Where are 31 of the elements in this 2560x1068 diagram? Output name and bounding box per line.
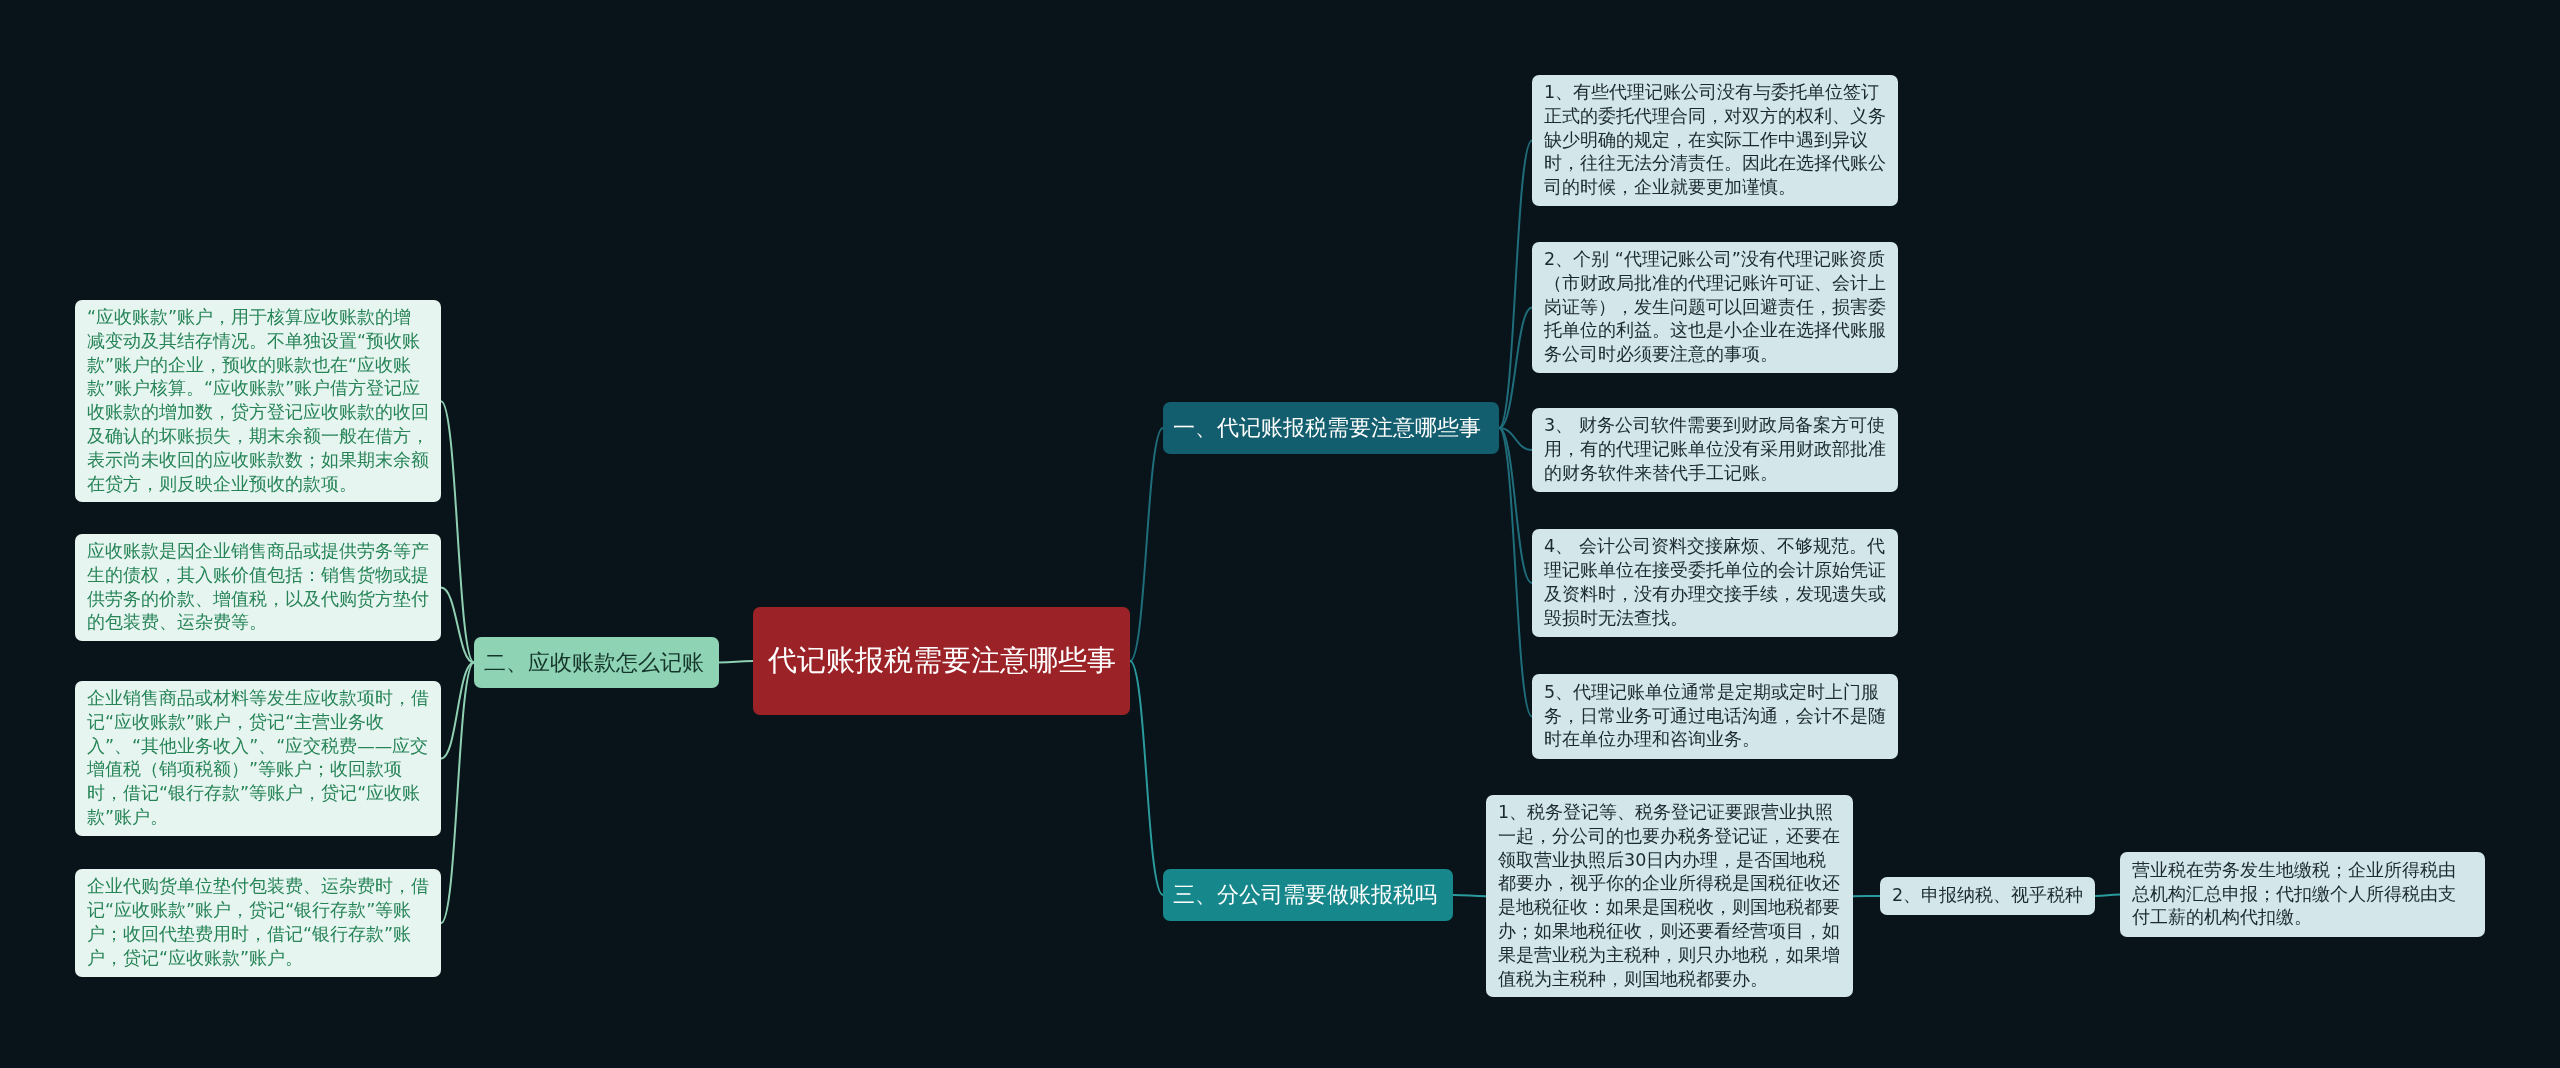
connector-line [440, 400, 475, 664]
note-box: 3、 财务公司软件需要到财政局备案方可使用，有的代理记账单位没有采用财政部批准的财务软件来替代手工记账。 [1532, 408, 1898, 492]
note-box: 5、代理记账单位通常是定期或定时上门服务，日常业务可通过电话沟通，会计不是随时在单位办理和咨询业务。 [1532, 674, 1898, 759]
note-box: 应收账款是因企业销售商品或提供劳务等产生的债权，其入账价值包括：销售货物或提供劳务的价款、增值税，以及代购货方垫付的包装费、运杂费等。 [75, 534, 441, 642]
connector-line [440, 661, 475, 760]
connector-line [1852, 895, 1881, 898]
connector-line [1498, 427, 1533, 584]
note-box: 4、 会计公司资料交接麻烦、不够规范。代理记账单位在接受委托单位的会计原始凭证及资料时，没有办理交接手续，发现遗失或毁损时无法查找。 [1532, 529, 1898, 637]
connector-line [1129, 660, 1164, 896]
connector-line [440, 661, 475, 924]
central-topic-box: 代记账报税需要注意哪些事 [753, 607, 1130, 715]
branch-topic-box: 二、应收账款怎么记账 [474, 637, 719, 688]
connector-line [1498, 427, 1533, 451]
connector-line [1129, 427, 1164, 662]
connector-line [440, 586, 475, 664]
connector-line [1498, 139, 1533, 429]
note-box: 1、有些代理记账公司没有与委托单位签订正式的委托代理合同，对双方的权利、义务缺少明确的规定，在实际工作中遇到异议时，往往无法分清责任。因此在选择代账公司的时候，企业就要更加谨慎。 [1532, 75, 1898, 206]
note-box: 2、申报纳税、视乎税种 [1880, 877, 2096, 915]
connector-line [1452, 894, 1487, 898]
note-box: 2、个别 “代理记账公司”没有代理记账资质（市财政局批准的代理记账许可证、会计上岗证等），发生问题可以回避责任，损害委托单位的利益。这也是小企业在选择代账服务公司时必须要注意的事项。 [1532, 242, 1898, 373]
connector-line [2094, 893, 2121, 897]
note-box: 1、税务登记等、税务登记证要跟营业执照一起，分公司的也要办税务登记证，还要在领取营业执照后30日内办理，是否国地税都要办，视乎你的企业所得税是国税征收还是地税征收：如果是国税收，则国地税都要办；如果地税征收，则还要看经营项目，如果是营业税为主税种，则只办地税，如果增值税为主税种，则国地税都要办。 [1486, 795, 1853, 998]
note-box: “应收账款”账户，用于核算应收账款的增减变动及其结存情况。不单独设置“预收账款”账户的企业，预收的账款也在“应收账款”账户核算。“应收账款”账户借方登记应收账款的增加数，贷方登记应收账款的收回及确认的坏账损失，期末余额一般在借方，表示尚未收回的应收账款数；如果期末余额在贷方，则反映企业预收的款项。 [75, 300, 441, 503]
connector-line [1498, 306, 1533, 429]
branch-topic-box: 三、分公司需要做账报税吗 [1163, 869, 1453, 921]
note-box: 企业销售商品或材料等发生应收款项时，借记“应收账款”账户，贷记“主营业务收入”、“其他业务收入”、“应交税费——应交增值税（销项税额）”等账户；收回款项时，借记“银行存款”等账户，贷记“应收账款”账户。 [75, 681, 441, 836]
connector-line [1498, 427, 1533, 718]
connector-line [718, 660, 754, 664]
note-box: 营业税在劳务发生地缴税；企业所得税由总机构汇总申报；代扣缴个人所得税由支付工薪的机构代扣缴。 [2120, 852, 2485, 937]
branch-topic-box: 一、代记账报税需要注意哪些事 [1163, 402, 1499, 454]
note-box: 企业代购货单位垫付包装费、运杂费时，借记“应收账款”账户，贷记“银行存款”等账户；收回代垫费用时，借记“银行存款”账户，贷记“应收账款”账户。 [75, 869, 441, 977]
